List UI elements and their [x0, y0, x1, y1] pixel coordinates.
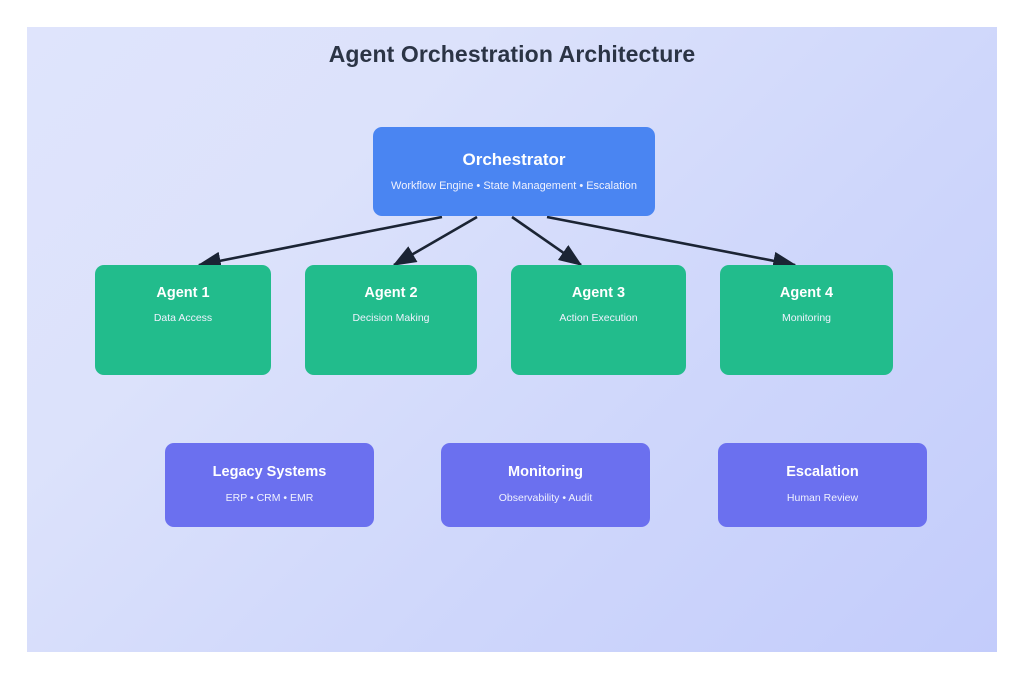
arrow-orchestrator-to-agent-2	[392, 215, 478, 267]
node-agent-1-subtitle: Data Access	[153, 311, 213, 324]
node-escalation[interactable]: Escalation Human Review	[718, 443, 927, 527]
node-monitoring[interactable]: Monitoring Observability • Audit	[441, 443, 650, 527]
node-escalation-title: Escalation	[786, 464, 859, 481]
arrow-orchestrator-to-agent-3	[511, 215, 583, 267]
node-agent-2-title: Agent 2	[364, 285, 418, 301]
node-agent-1-title: Agent 1	[156, 285, 210, 301]
node-agent-1[interactable]: Agent 1 Data Access	[95, 265, 271, 375]
node-escalation-subtitle: Human Review	[786, 492, 859, 505]
arrow-orchestrator-to-agent-4	[546, 215, 797, 270]
node-agent-4-subtitle: Monitoring	[781, 311, 832, 324]
node-agent-3[interactable]: Agent 3 Action Execution	[511, 265, 686, 375]
node-agent-2[interactable]: Agent 2 Decision Making	[305, 265, 477, 375]
node-orchestrator[interactable]: Orchestrator Workflow Engine • State Man…	[373, 127, 655, 216]
node-agent-3-title: Agent 3	[571, 285, 626, 301]
node-orchestrator-title: Orchestrator	[462, 150, 566, 169]
node-legacy-systems-subtitle: ERP • CRM • EMR	[225, 492, 314, 505]
node-agent-3-subtitle: Action Execution	[559, 311, 638, 324]
node-monitoring-title: Monitoring	[508, 464, 583, 481]
node-orchestrator-subtitle: Workflow Engine • State Management • Esc…	[391, 179, 637, 192]
arrow-orchestrator-to-agent-1	[197, 215, 443, 270]
node-agent-2-subtitle: Decision Making	[352, 311, 430, 324]
page-title: Agent Orchestration Architecture	[328, 41, 696, 67]
node-agent-4[interactable]: Agent 4 Monitoring	[720, 265, 893, 375]
diagram-canvas: Agent Orchestration Architecture Orchest…	[27, 27, 997, 652]
node-monitoring-subtitle: Observability • Audit	[498, 492, 593, 505]
node-legacy-systems-title: Legacy Systems	[212, 464, 327, 481]
node-agent-4-title: Agent 4	[779, 285, 834, 301]
node-legacy-systems[interactable]: Legacy Systems ERP • CRM • EMR	[165, 443, 374, 527]
